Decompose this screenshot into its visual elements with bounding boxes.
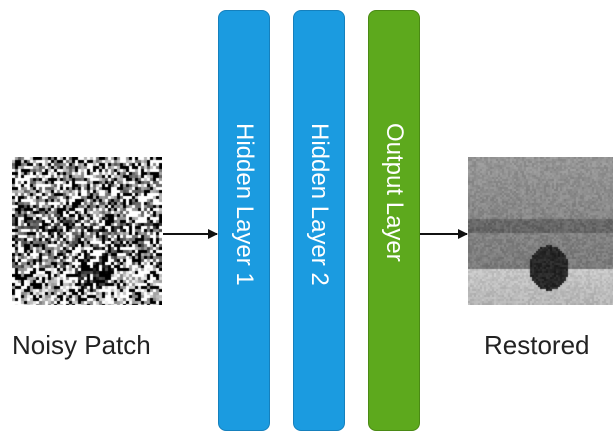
restored-patch-image xyxy=(468,157,613,305)
noisy-patch-caption: Noisy Patch xyxy=(12,330,151,360)
hidden-layer-1: Hidden Layer 1 xyxy=(218,10,270,431)
hidden-layer-2: Hidden Layer 2 xyxy=(293,10,345,431)
restored-patch-caption: Restored xyxy=(484,330,590,360)
output-layer: Output Layer xyxy=(368,10,420,431)
noisy-patch-image xyxy=(12,157,162,305)
